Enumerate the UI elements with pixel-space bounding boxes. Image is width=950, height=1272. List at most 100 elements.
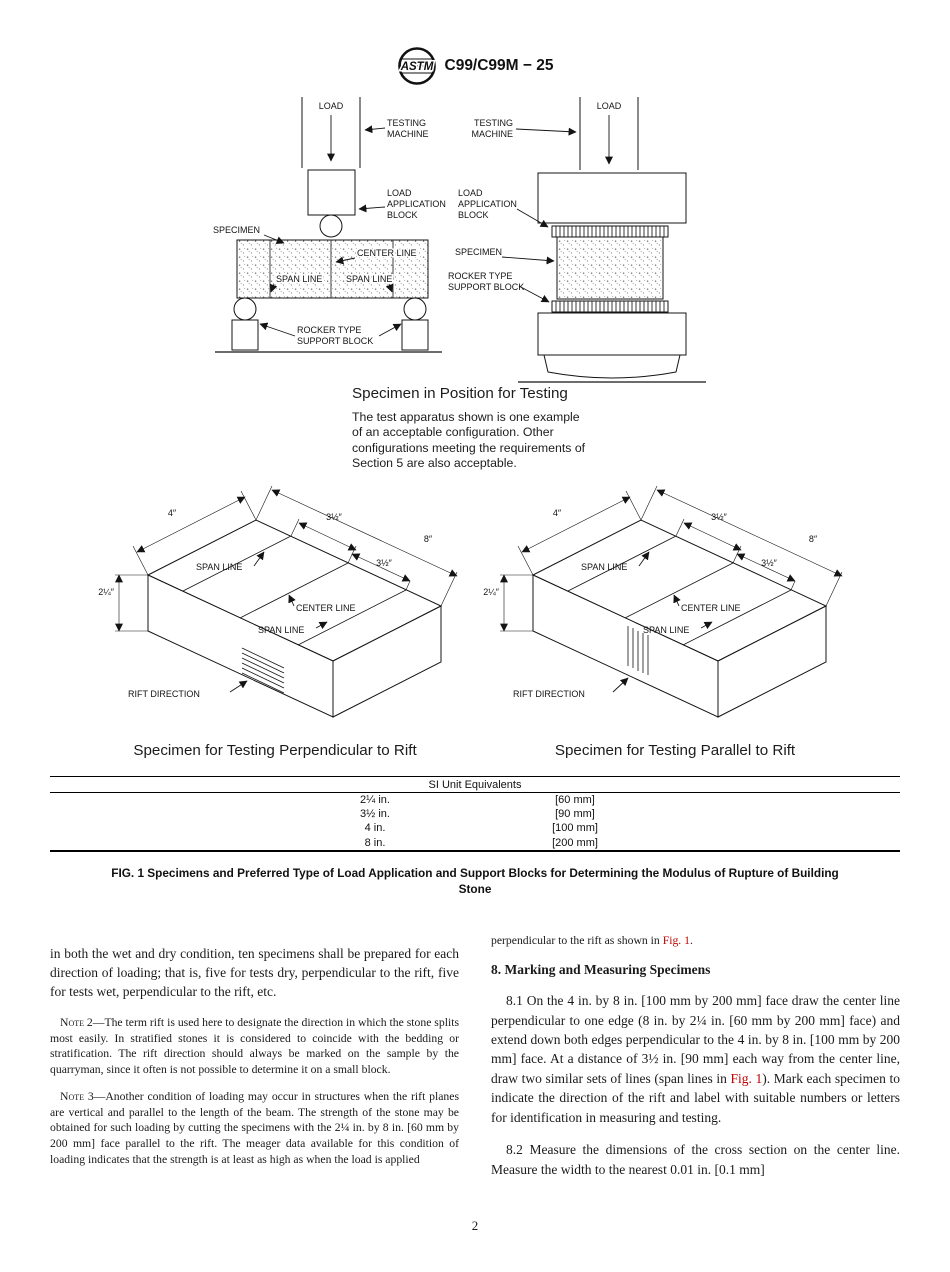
support-block-shape [401,319,429,351]
paragraph-8-1: 8.1 On the 4 in. by 8 in. [100 mm by 200… [491,991,900,1127]
rift-hatching [241,647,285,694]
table-row: 4 in. [100 mm] [50,821,900,835]
si-unit-table: SI Unit Equivalents 2¼ in. [60 mm] 3½ in… [50,776,900,852]
caption-parallel: Specimen for Testing Parallel to Rift [554,742,796,759]
dimension-8in-label: 8″ [424,534,433,544]
dimension-3half-label: 3½″ [376,558,393,568]
load-application-block-shape [307,169,356,216]
flexure-apparatus-diagram: LOAD TESTING MACHINE LOAD APPLICATION BL… [213,97,446,353]
note-3: Note 3—Another condition of loading may … [50,1089,459,1167]
platen-shape [537,312,687,356]
document-code: C99/C99M − 25 [444,57,554,74]
si-mm-value: [90 mm] [555,808,595,821]
si-mm-value: [200 mm] [552,836,598,849]
rift-direction-label: RIFT DIRECTION [513,689,585,699]
rift-direction-label: RIFT DIRECTION [128,689,200,699]
note-3-continuation: perpendicular to the rift as shown in Fi… [491,933,900,949]
specimen-parallel-diagram: 4″ 8″ 3½″ 3½″ 2¼″ SPAN LINE CENTER LINE … [483,485,843,718]
rocker-support-label: SUPPORT BLOCK [448,282,524,292]
paragraph-8-2: 8.2 Measure the dimensions of the cross … [491,1142,900,1177]
testing-machine-label: MACHINE [387,129,429,139]
platen-shape [537,172,687,224]
caption-perpendicular: Specimen for Testing Perpendicular to Ri… [133,742,417,759]
dimension-4in-label: 4″ [553,508,562,518]
note-text: perpendicular to the rift as shown in [491,934,663,947]
specimen-shape [236,239,429,299]
page-header: ASTM C99/C99M − 25 [0,46,950,86]
fig1-specimen-diagrams: 4″ 8″ 3½″ 3½″ 2¼″ SPAN LINE CENTER LINE … [98,485,843,718]
specimen-label: SPECIMEN [213,225,260,235]
paragraph-continuation: in both the wet and dry condition, ten s… [50,945,459,1000]
astm-logo: ASTM [397,47,436,85]
specimen-shape [556,236,664,300]
page-number: 2 [471,1218,479,1233]
roller-shape [319,214,343,238]
si-inch-value: 2¼ in. [360,794,390,807]
support-block-shape [231,319,259,351]
note-2: Note 2—The term rift is used here to des… [50,1015,459,1077]
dimension-4in-label: 4″ [168,508,177,518]
rocker-support-label: SUPPORT BLOCK [297,336,373,346]
rift-hatching [627,626,649,675]
note-label: Note 3 [60,1090,94,1104]
figure-1-caption-line: Stone [458,881,492,896]
load-application-block-label: BLOCK [458,210,489,220]
table-row: 3½ in. [90 mm] [50,807,900,821]
figure-1-caption-line: FIG. 1 Specimens and Preferred Type of L… [111,866,839,880]
span-line-label: SPAN LINE [346,274,392,284]
testing-machine-label: MACHINE [471,129,513,139]
serrated-block-shape [551,225,669,238]
note-text: —The term rift is used here to designate… [50,1016,459,1076]
dimension-2quarter-label: 2¼″ [483,587,500,597]
load-application-block-label: APPLICATION [458,199,517,209]
right-column: perpendicular to the rift as shown in Fi… [491,930,900,1193]
dimension-8in-label: 8″ [809,534,818,544]
serrated-block-shape [551,300,669,313]
si-mm-value: [60 mm] [555,794,595,807]
load-label: LOAD [319,101,344,111]
load-application-block-label: LOAD [458,188,483,198]
position-caption-line: The test apparatus shown is one example [352,410,580,424]
specimen-label: SPECIMEN [455,247,502,257]
note-label: Note 2 [60,1016,93,1030]
span-line-label: SPAN LINE [643,625,689,635]
load-application-block-label: APPLICATION [387,199,446,209]
dimension-3half-label: 3½″ [711,512,728,522]
left-column: in both the wet and dry condition, ten s… [50,930,459,1193]
testing-machine-label: TESTING [474,118,513,128]
rocker-shape [233,297,257,321]
fig1-link[interactable]: Fig. 1 [730,1070,763,1086]
position-caption: Specimen in Position for Testing The tes… [352,385,627,471]
span-line-label: SPAN LINE [196,562,242,572]
span-line-label: SPAN LINE [581,562,627,572]
body-text: in both the wet and dry condition, ten s… [50,930,900,1193]
dimension-2quarter-label: 2¼″ [98,587,115,597]
load-label: LOAD [597,101,622,111]
specimen-perpendicular-diagram: 4″ 8″ 3½″ 3½″ 2¼″ SPAN LINE CENTER LINE … [98,485,458,718]
center-line-label: CENTER LINE [357,248,417,258]
section-8-heading: 8. Marking and Measuring Specimens [491,961,711,977]
note-text: . [689,934,693,947]
astm-logo-text: ASTM [399,61,433,73]
fig1-link[interactable]: Fig. 1 [662,934,690,947]
si-table-title: SI Unit Equivalents [50,777,900,793]
span-line-label: SPAN LINE [276,274,322,284]
position-caption-line: of an acceptable configuration. Other [352,425,554,440]
dimension-3half-label: 3½″ [761,558,778,568]
si-mm-value: [100 mm] [552,822,598,835]
center-line-label: CENTER LINE [681,603,741,613]
testing-machine-label: TESTING [387,118,426,128]
rocker-support-label: ROCKER TYPE [448,271,512,281]
center-line-label: CENTER LINE [296,603,356,613]
note-text: —Another condition of loading may occur … [50,1090,459,1166]
rocker-shape [403,297,427,321]
pedestal-shape [543,354,681,379]
rocker-support-label: ROCKER TYPE [297,325,361,335]
position-caption-line: Section 5 are also acceptable. [352,455,517,470]
load-application-block-label: BLOCK [387,210,418,220]
figure-1-caption: FIG. 1 Specimens and Preferred Type of L… [50,866,900,897]
compression-apparatus-diagram: LOAD TESTING MACHINE LOAD APPLICATION BL… [448,97,706,383]
position-caption-line: configurations meeting the requirements … [352,440,586,455]
dimension-3half-label: 3½″ [326,512,343,522]
